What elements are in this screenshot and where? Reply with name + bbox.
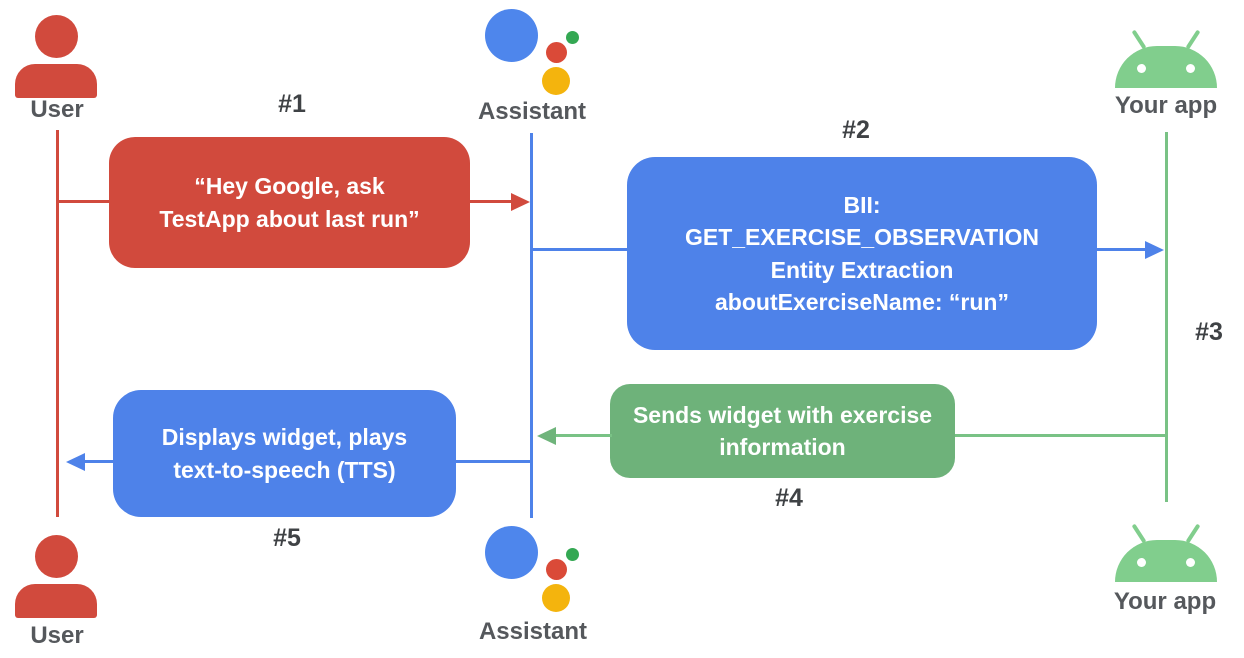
message-1-line-start [58, 200, 111, 203]
assistant-yellow-dot [542, 67, 570, 95]
android-antenna-left [1131, 29, 1147, 50]
android-eye-left [1137, 558, 1146, 567]
android-head [1115, 540, 1217, 582]
user-label-top: User [30, 96, 84, 123]
assistant-green-dot [566, 31, 579, 44]
person-body [15, 584, 97, 618]
assistant-label-bottom: Assistant [478, 618, 588, 645]
person-body [15, 64, 97, 98]
message-5-arrowhead [66, 453, 85, 471]
assistant-label-top: Assistant [477, 98, 587, 125]
person-head [35, 535, 78, 578]
android-app-icon-bottom [1115, 522, 1217, 582]
message-1-line-end [468, 200, 512, 203]
message-4-line-start [955, 434, 1166, 437]
message-5-line-start [455, 460, 532, 463]
user-icon [15, 15, 97, 98]
android-antenna-left [1131, 523, 1147, 544]
assistant-yellow-dot [542, 584, 570, 612]
message-1-arrowhead [511, 193, 530, 211]
app-lifeline [1165, 132, 1168, 502]
step-2-badge: #2 [842, 116, 870, 144]
google-assistant-icon [485, 9, 580, 95]
android-head [1115, 46, 1217, 88]
android-eye-right [1186, 64, 1195, 73]
user-icon-bottom [15, 535, 97, 618]
message-2-line-end [1095, 248, 1146, 251]
assistant-lifeline [530, 133, 533, 518]
message-1-box: “Hey Google, ask TestApp about last run” [109, 137, 470, 268]
assistant-red-dot [546, 42, 567, 63]
android-eye-left [1137, 64, 1146, 73]
google-assistant-icon-bottom [485, 526, 580, 612]
message-5-line-end [84, 460, 115, 463]
app-label-top: Your app [1114, 92, 1218, 119]
assistant-blue-dot [485, 9, 538, 62]
person-head [35, 15, 78, 58]
step-1-badge: #1 [278, 90, 306, 118]
message-2-line-start [532, 248, 629, 251]
android-antenna-right [1185, 29, 1201, 50]
assistant-green-dot [566, 548, 579, 561]
message-4-box: Sends widget with exercise information [610, 384, 955, 478]
message-2-arrowhead [1145, 241, 1164, 259]
message-5-box: Displays widget, plays text-to-speech (T… [113, 390, 456, 517]
step-3-badge: #3 [1195, 318, 1223, 346]
message-2-box: BII: GET_EXERCISE_OBSERVATION Entity Ext… [627, 157, 1097, 350]
user-label-bottom: User [30, 622, 84, 649]
assistant-blue-dot [485, 526, 538, 579]
android-app-icon [1115, 28, 1217, 88]
app-label-bottom: Your app [1113, 588, 1217, 615]
android-antenna-right [1185, 523, 1201, 544]
message-4-arrowhead [537, 427, 556, 445]
step-4-badge: #4 [775, 484, 803, 512]
message-4-line-end [555, 434, 612, 437]
android-eye-right [1186, 558, 1195, 567]
step-5-badge: #5 [273, 524, 301, 552]
user-lifeline [56, 130, 59, 517]
assistant-red-dot [546, 559, 567, 580]
